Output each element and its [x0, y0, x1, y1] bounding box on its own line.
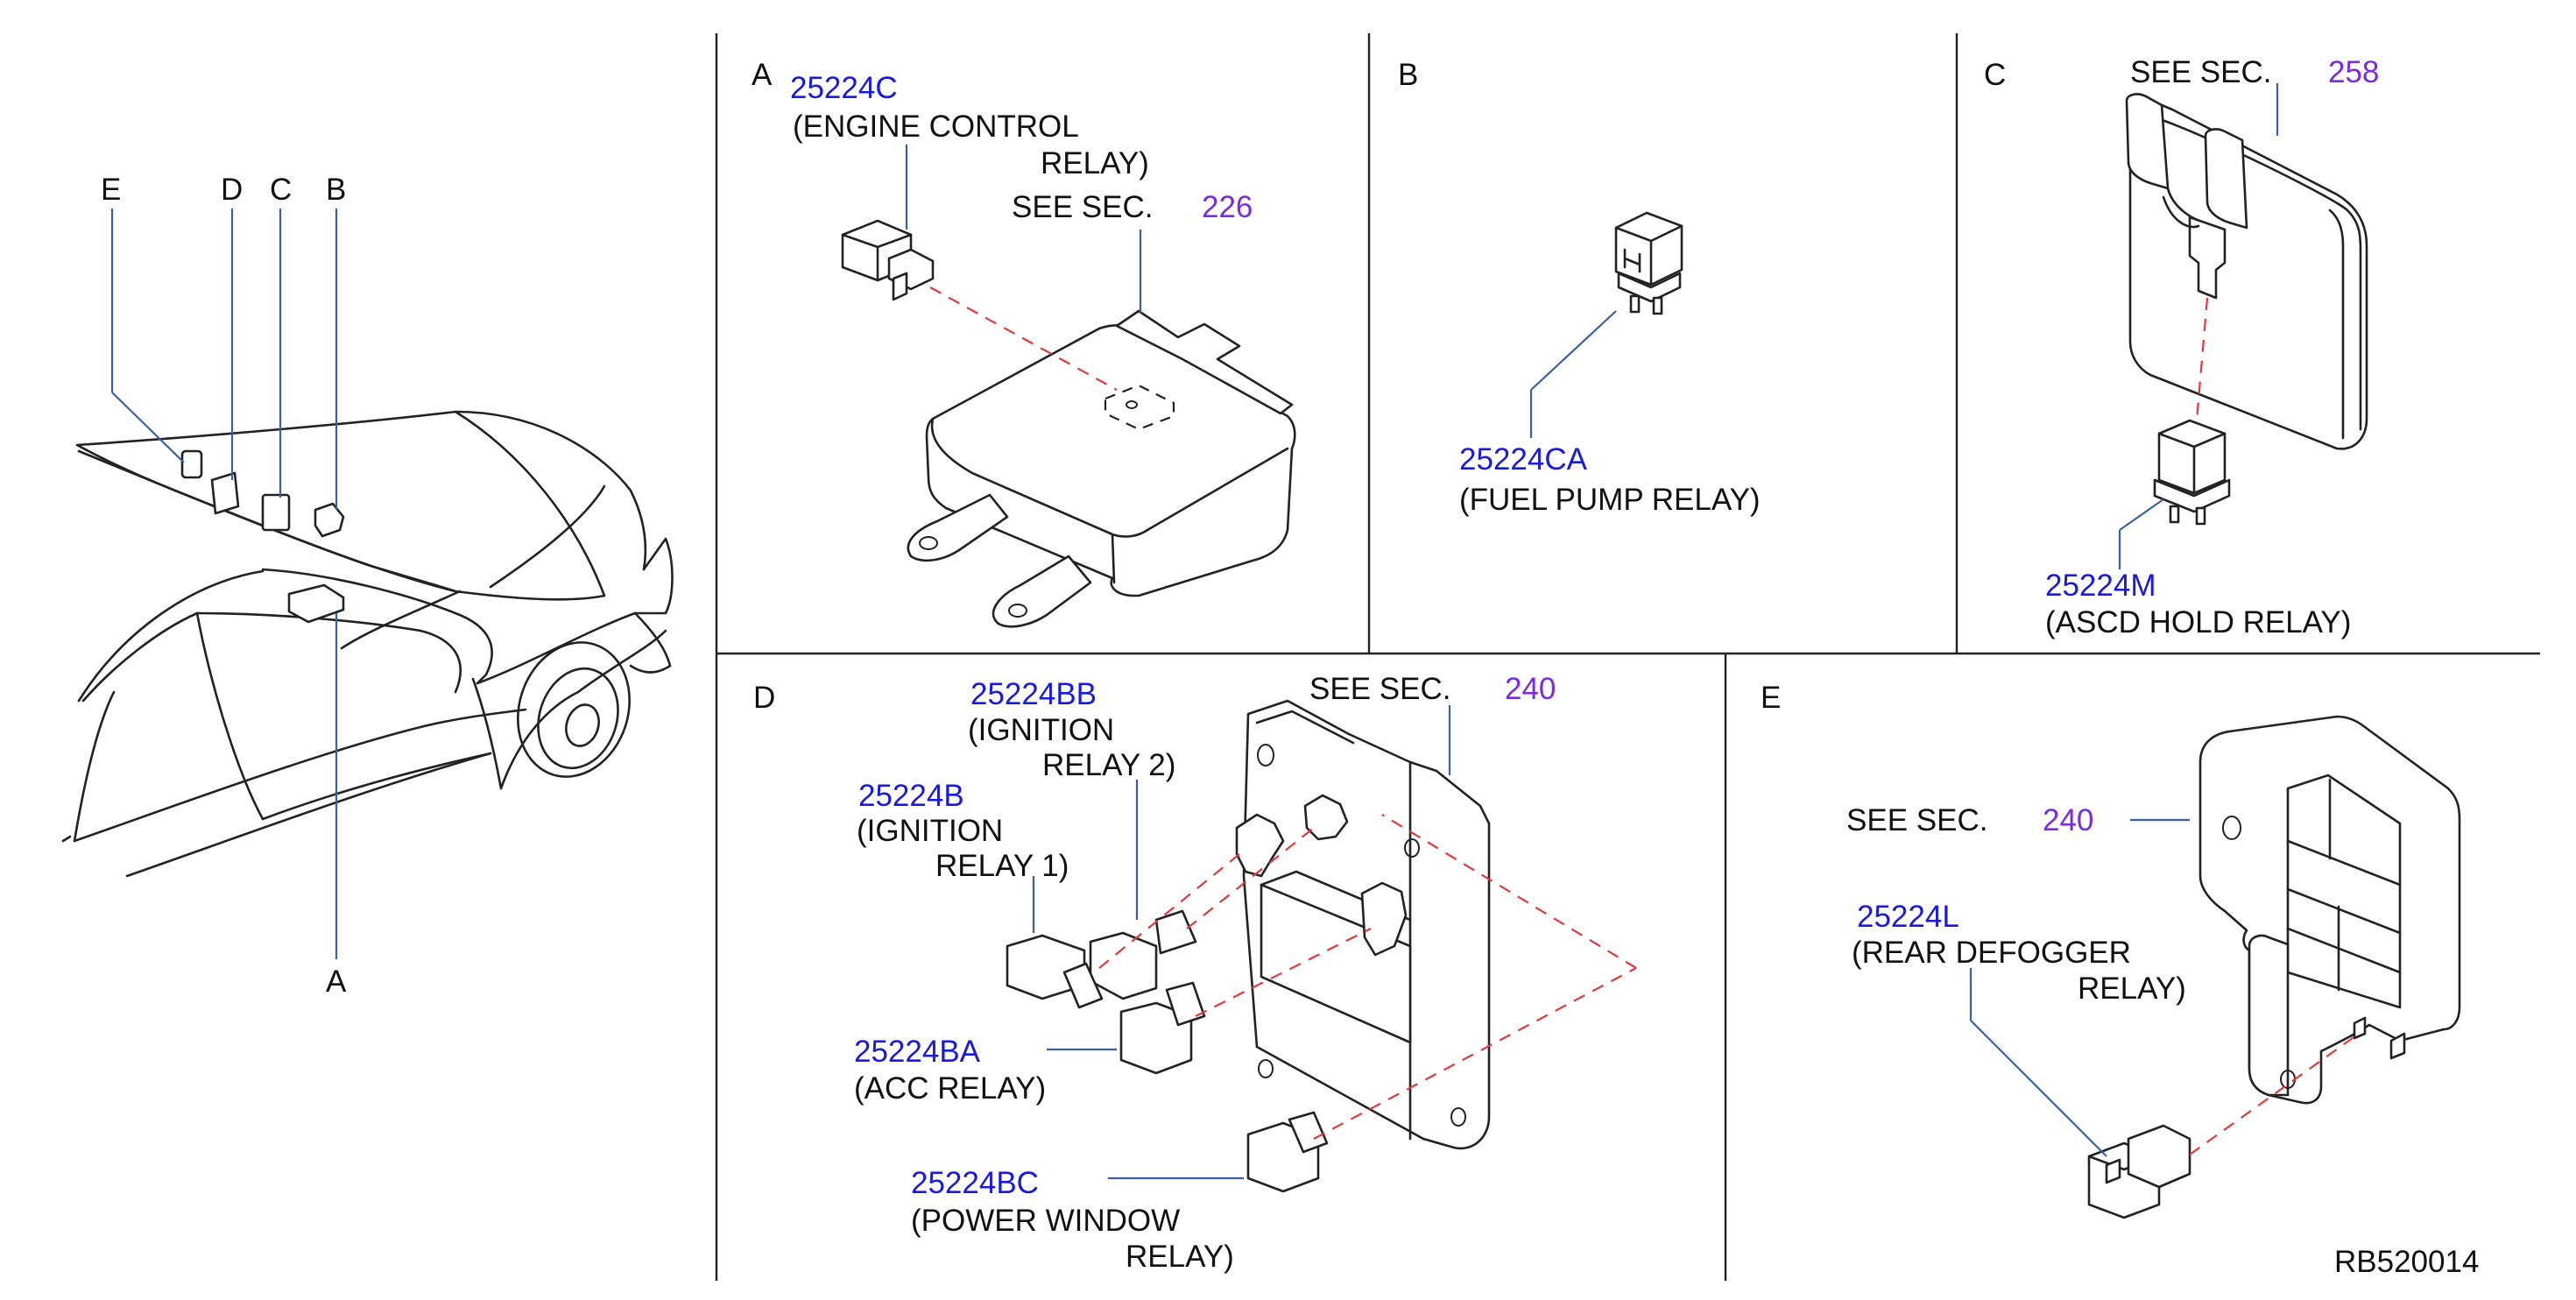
panel-e-letter: E: [1761, 681, 1781, 715]
panel-c-see-sec: SEE SEC.: [2130, 55, 2271, 89]
panel-b-letter: B: [1398, 58, 1418, 92]
panel-d-item-1-name-line1: (IGNITION: [968, 713, 1114, 747]
panel-b-drawing: [1529, 211, 1683, 438]
panel-c-sec-number: 258: [2328, 55, 2379, 89]
panel-e-name-line1: (REAR DEFOGGER: [1852, 936, 2131, 970]
panel-d-item-3-part-number: 25224BA: [854, 1035, 981, 1069]
panel-c-name: (ASCD HOLD RELAY): [2045, 605, 2351, 639]
panel-d-item-1-name-line2: RELAY 2): [1042, 748, 1175, 782]
panel-a-name-line1: (ENGINE CONTROL: [793, 110, 1079, 144]
panel-c-drawing: [2118, 83, 2368, 569]
panel-e-part-number: 25224L: [1857, 900, 1959, 934]
panel-b-name: (FUEL PUMP RELAY): [1459, 483, 1761, 517]
overview-label-d: D: [221, 173, 243, 207]
panel-e-name-line2: RELAY): [2078, 971, 2186, 1006]
car-overview: [61, 208, 674, 959]
panel-a-name-line2: RELAY): [1041, 146, 1149, 180]
panel-e-drawing: [1969, 715, 2461, 1219]
diagram-code: RB520014: [2334, 1245, 2479, 1279]
panel-c-letter: C: [1984, 58, 2006, 92]
panel-d-item-3-name-line1: (ACC RELAY): [854, 1071, 1046, 1106]
panel-a-see-sec: SEE SEC.: [1012, 190, 1153, 224]
panel-a-part-number: 25224C: [790, 71, 898, 105]
panel-a-letter: A: [752, 58, 773, 92]
panel-a-sec-number: 226: [1202, 190, 1253, 224]
overview-label-e: E: [101, 173, 121, 207]
panel-d-drawing: [1006, 699, 1637, 1193]
panel-d-sec-number: 240: [1505, 672, 1556, 706]
panel-d-item-1-part-number: 25224BB: [970, 677, 1097, 711]
panel-e-see-sec: SEE SEC.: [1846, 803, 1987, 837]
panel-d-item-4-name-line1: (POWER WINDOW: [911, 1204, 1180, 1238]
panel-d-item-4-part-number: 25224BC: [911, 1166, 1039, 1200]
panel-d-item-2-name-line2: RELAY 1): [935, 849, 1069, 883]
overview-label-a: A: [326, 964, 347, 999]
panel-b-part-number: 25224CA: [1459, 442, 1588, 477]
panel-d-see-sec: SEE SEC.: [1309, 672, 1450, 706]
panel-d-item-4-name-line2: RELAY): [1126, 1240, 1234, 1274]
panel-d-letter: D: [753, 681, 775, 715]
panel-c-part-number: 25224M: [2045, 569, 2156, 603]
overview-label-c: C: [270, 173, 292, 207]
panel-d-item-2-part-number: 25224B: [858, 779, 964, 813]
panel-a-drawing: [841, 145, 1296, 628]
panel-e-sec-number: 240: [2043, 803, 2093, 837]
panel-grid: [715, 33, 2540, 1281]
overview-label-b: B: [326, 173, 346, 207]
panel-d-item-2-name-line1: (IGNITION: [857, 814, 1003, 848]
